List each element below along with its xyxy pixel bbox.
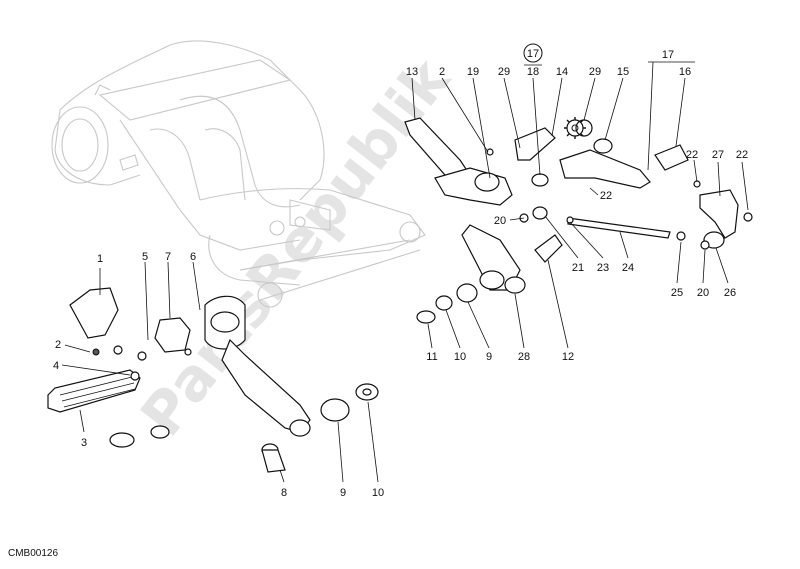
- drawing-code: CMB00126: [8, 548, 58, 559]
- callout-7: 7: [165, 251, 171, 263]
- callout-6: 6: [190, 251, 196, 263]
- callout-16: 16: [679, 66, 691, 78]
- brake-rod-part: [567, 217, 671, 239]
- callout-10-right: 10: [454, 351, 466, 363]
- callout-9-right: 9: [486, 351, 492, 363]
- bushing-right-part: [456, 283, 478, 303]
- callout-11: 11: [426, 351, 437, 363]
- callout-15: 15: [617, 66, 629, 78]
- brake-lever-part: [559, 149, 651, 189]
- gear-icon: [564, 117, 586, 139]
- watermark-logo: PartsRepublik: [127, 45, 463, 449]
- callout-5: 5: [142, 251, 148, 263]
- callout-10-left: 10: [372, 487, 384, 499]
- callout-17-circled: 17: [527, 48, 539, 60]
- bracket-part: [154, 317, 191, 353]
- callout-4: 4: [53, 360, 59, 372]
- callout-23: 23: [597, 262, 609, 274]
- shift-arm-part: [461, 224, 521, 291]
- callout-9-left: 9: [340, 487, 346, 499]
- callout-29-left: 29: [498, 66, 510, 78]
- circled-callout-ring: [523, 43, 543, 63]
- left-footrest-assembly: [47, 287, 379, 473]
- shift-lever-part: [221, 338, 311, 433]
- callout-22-c: 22: [600, 190, 612, 202]
- clevis-part: [699, 189, 739, 239]
- callout-2-right: 2: [439, 66, 445, 78]
- heel-guard-part: [69, 287, 119, 339]
- callout-24: 24: [622, 262, 634, 274]
- callout-28: 28: [518, 351, 530, 363]
- callout-26: 26: [724, 287, 736, 299]
- leader-lines: [61, 61, 749, 483]
- callout-14: 14: [556, 66, 568, 78]
- callout-labels: 1 2 3 4 5 6 7 8 9 10 11 10 9 28 12 13 2 …: [53, 43, 748, 499]
- callout-18: 18: [527, 66, 539, 78]
- callout-27: 27: [712, 149, 724, 161]
- callout-29-right: 29: [589, 66, 601, 78]
- callout-1: 1: [97, 253, 103, 265]
- callout-8: 8: [281, 487, 287, 499]
- callout-20-a: 20: [494, 215, 506, 227]
- callout-20-b: 20: [697, 287, 709, 299]
- callout-21: 21: [572, 262, 584, 274]
- callout-2-left: 2: [55, 339, 61, 351]
- callout-25: 25: [671, 287, 683, 299]
- bushing-part: [320, 398, 350, 422]
- svg-text:PartsRepublik: PartsRepublik: [127, 45, 463, 449]
- callout-12: 12: [562, 351, 574, 363]
- callout-22-a: 22: [686, 149, 698, 161]
- callout-3: 3: [81, 437, 87, 449]
- right-footrest-assembly: [404, 117, 753, 324]
- pedal-rubber-part: [654, 144, 689, 171]
- bolt-head-part: [109, 432, 135, 448]
- callout-22-b: 22: [736, 149, 748, 161]
- footpeg-rubber-part: [514, 127, 556, 161]
- callout-17-group: 17: [662, 49, 674, 61]
- callout-19: 19: [467, 66, 479, 78]
- frame-outline: [51, 40, 426, 308]
- callout-13: 13: [406, 66, 418, 78]
